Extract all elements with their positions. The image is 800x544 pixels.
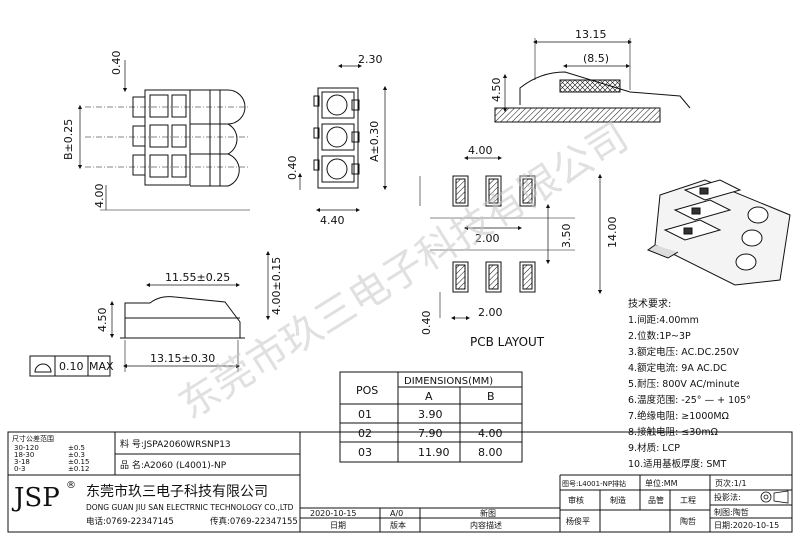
engineer-name: 陶哲 xyxy=(680,516,696,526)
flatness-value: 0.10 xyxy=(59,360,84,373)
dim-pcb-pad-offset: 0.40 xyxy=(420,311,433,336)
review-label: 审核 xyxy=(568,495,584,505)
table-header-b: B xyxy=(487,390,495,403)
tech-item: 7.绝缘电阻: ≥1000MΩ xyxy=(628,410,729,422)
company-name-cn: 东莞市玖三电子科技有限公司 xyxy=(86,483,268,500)
pcb-layout xyxy=(419,155,603,321)
table-header-pos: POS xyxy=(356,384,378,397)
tech-item: 3.额定电压: AC.DC.250V xyxy=(628,346,739,358)
table-header-dims: DIMENSIONS(MM) xyxy=(404,376,493,387)
front-view xyxy=(109,250,271,372)
tolerance-value: ±0.12 xyxy=(68,465,89,473)
tolerance-range: 0-3 xyxy=(14,465,25,473)
tech-item: 10.适用基板厚度: SMT xyxy=(628,458,727,470)
drawing-number: 图号:L4001-NP排钻 xyxy=(562,479,626,488)
tolerance-value: ±0.15 xyxy=(68,458,89,466)
dimension-table xyxy=(339,371,523,463)
revision-date: 2020-10-15 xyxy=(310,509,357,518)
tech-item: 6.温度范围: -25° — + 105° xyxy=(628,394,751,406)
part-name: 品 名:A2060 (L4001)-NP xyxy=(120,459,227,471)
page-label: 页次:1/1 xyxy=(715,478,747,488)
dim-pcb-pad-width: 2.00 xyxy=(478,306,503,319)
projection-label: 投影法: xyxy=(714,492,741,502)
dim-pcb-total-span: 14.00 xyxy=(606,217,619,249)
quality-label: 品管 xyxy=(648,495,664,505)
dim-profile-length: 13.15 xyxy=(575,28,607,41)
dim-profile-height: 4.50 xyxy=(490,78,503,103)
tech-item: 2.位数:1P~3P xyxy=(628,330,691,342)
col-date-label: 日期 xyxy=(330,521,346,530)
table-header-a: A xyxy=(425,390,433,403)
col-desc-label: 内容描述 xyxy=(470,520,502,530)
tech-item: 4.额定电流: 9A AC.DC xyxy=(628,362,727,374)
part-number: 料 号:JSPA2060WRSNP13 xyxy=(120,438,231,450)
title-block-frame xyxy=(7,431,793,533)
table-row-pos: 01 xyxy=(358,408,372,421)
iso-view xyxy=(646,179,791,286)
dim-side-width-bottom: 4.40 xyxy=(320,214,345,227)
tolerance-title: 尺寸公差范围 xyxy=(12,434,54,443)
drafter-label: 制图:陶哲 xyxy=(714,507,749,517)
company-name-en: DONG GUAN JIU SAN ELECTRNIC TECHNOLOGY C… xyxy=(86,503,294,512)
company-logo-reg: ® xyxy=(66,480,76,491)
projection-symbol-icon xyxy=(760,490,789,504)
flatness-max: MAX xyxy=(89,360,114,373)
dim-pcb-gap: 2.00 xyxy=(475,232,500,245)
company-phone: 电话:0769-22347145 xyxy=(86,516,174,527)
dim-pcb-row-span: 3.50 xyxy=(560,224,573,249)
side-view xyxy=(297,63,388,213)
company-fax: 传真:0769-22347155 xyxy=(210,516,298,527)
table-row-a: 11.90 xyxy=(418,446,450,459)
col-version-label: 版本 xyxy=(390,520,406,530)
tech-item: 5.耐压: 800V AC/minute xyxy=(628,378,740,390)
dim-side-bottom-height: 0.40 xyxy=(286,156,299,181)
tech-title: 技术要求: xyxy=(628,297,671,310)
dim-front-bottom-length: 13.15±0.30 xyxy=(150,352,215,365)
dim-bottom-offset: 4.00 xyxy=(93,184,106,209)
dim-pcb-pitch: 4.00 xyxy=(468,144,493,157)
date-label: 日期:2020-10-15 xyxy=(714,521,779,530)
dim-side-width-top: 2.30 xyxy=(358,53,383,66)
revision-desc: 新图 xyxy=(480,508,496,518)
company-logo: JSP xyxy=(11,483,60,513)
table-row-b: 4.00 xyxy=(478,427,503,440)
dim-side-height: A±0.30 xyxy=(368,121,381,162)
dim-front-left-height: 4.50 xyxy=(96,308,109,333)
reviewer-name: 杨俊平 xyxy=(566,516,590,526)
dim-profile-inner: (8.5) xyxy=(583,52,609,65)
tech-item: 1.间距:4.00mm xyxy=(628,314,699,326)
tolerance-value: ±0.5 xyxy=(68,444,85,452)
make-label: 制造 xyxy=(610,495,626,505)
table-row-pos: 03 xyxy=(358,446,372,459)
table-row-b: 8.00 xyxy=(478,446,503,459)
tolerance-value: ±0.3 xyxy=(68,451,85,459)
dim-top-height: 0.40 xyxy=(110,51,123,76)
table-row-a: 7.90 xyxy=(418,427,443,440)
engineer-label: 工程 xyxy=(680,496,696,505)
dim-front-length: 11.55±0.25 xyxy=(165,271,230,284)
top-view xyxy=(77,60,250,211)
unit-label: 单位:MM xyxy=(645,478,678,488)
flatness-symbol xyxy=(29,355,111,377)
tolerance-range: 3-18 xyxy=(14,458,30,466)
table-row-a: 3.90 xyxy=(418,408,443,421)
dim-front-height: 4.00±0.15 xyxy=(270,257,283,315)
tolerance-range: 30-120 xyxy=(14,444,39,452)
tolerance-range: 18-30 xyxy=(14,451,34,459)
tech-item: 9.材质: LCP xyxy=(628,442,680,454)
table-row-pos: 02 xyxy=(358,427,372,440)
profile-view xyxy=(494,38,691,123)
revision-version: A/0 xyxy=(390,509,403,518)
dim-pitch: B±0.25 xyxy=(62,119,75,160)
pcb-caption: PCB LAYOUT xyxy=(470,335,545,349)
